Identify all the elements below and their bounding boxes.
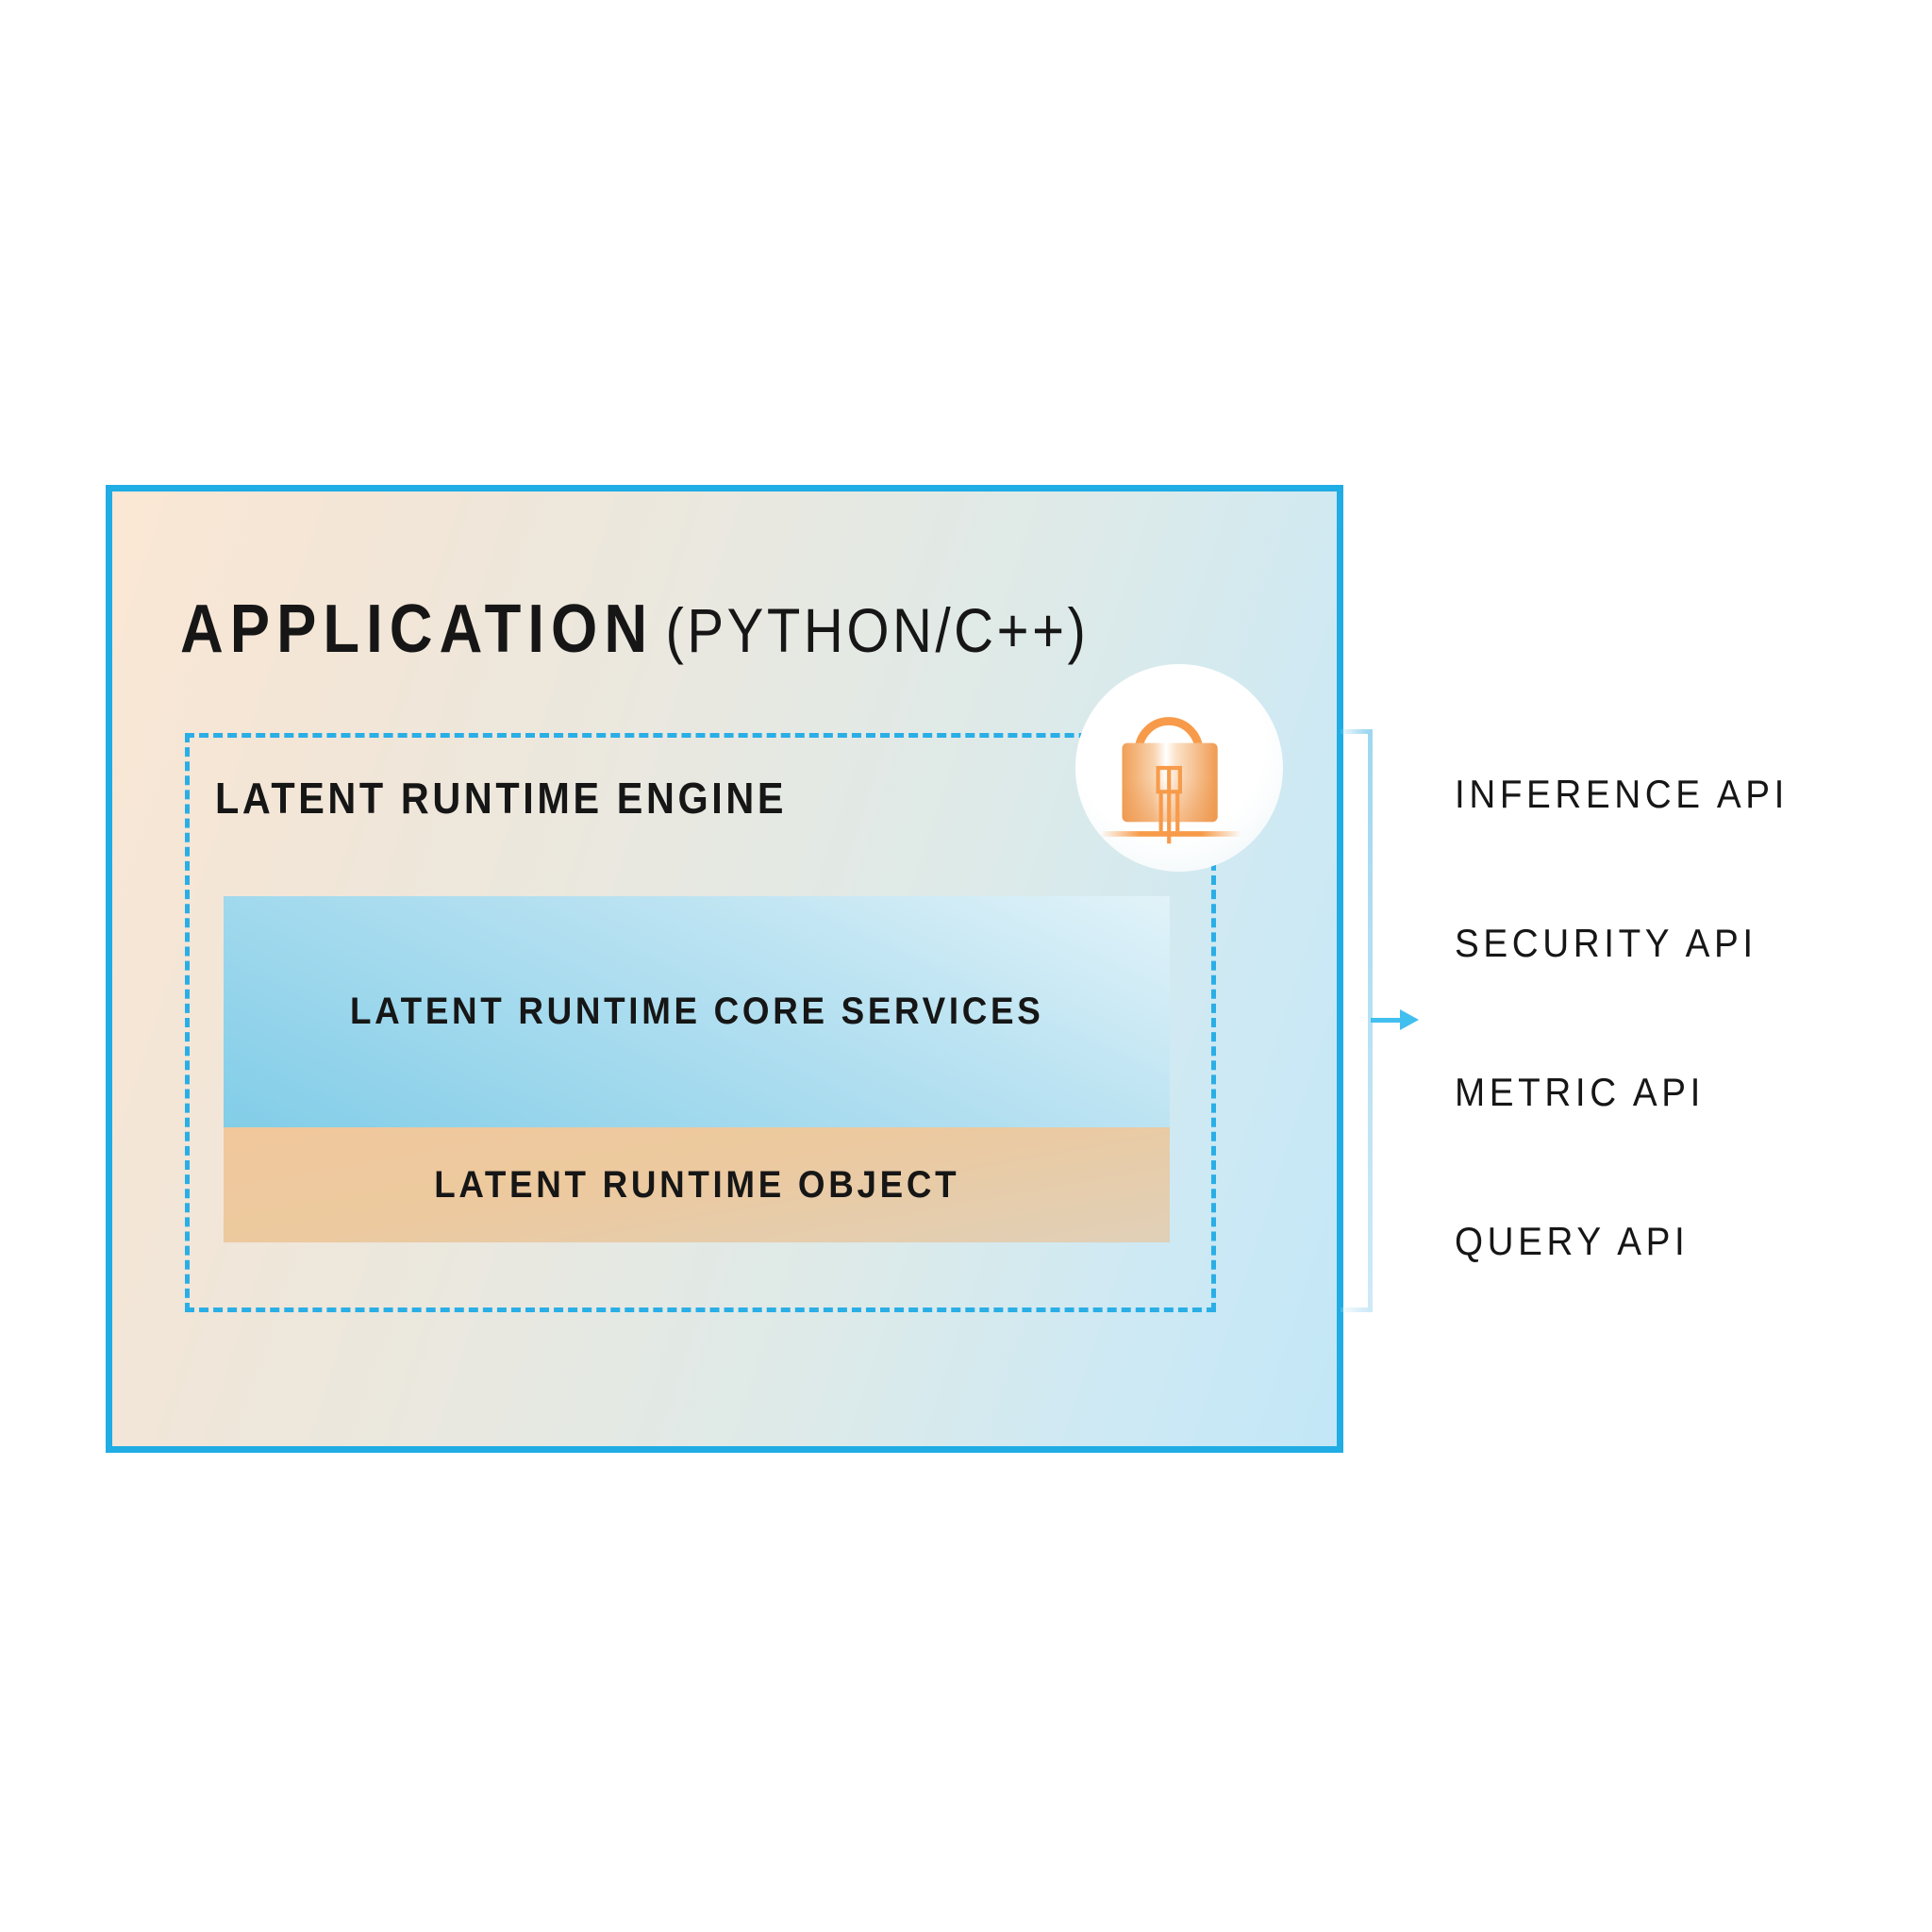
- engine-box: [185, 733, 1216, 1312]
- api-label-metric: METRIC API: [1455, 1070, 1706, 1114]
- api-bracket-top-tick: [1341, 729, 1368, 734]
- core-services-label: LATENT RUNTIME CORE SERVICES: [349, 991, 1044, 1032]
- core-services-box: LATENT RUNTIME CORE SERVICES: [224, 896, 1170, 1127]
- api-label-security: SECURITY API: [1455, 921, 1757, 965]
- application-title-primary: APPLICATION: [180, 591, 655, 667]
- api-arrow-shaft: [1371, 1018, 1400, 1023]
- runtime-object-box: LATENT RUNTIME OBJECT: [224, 1127, 1170, 1242]
- security-badge: [1075, 664, 1283, 872]
- application-title: APPLICATION(PYTHON/C++): [180, 595, 1089, 663]
- api-label-inference: INFERENCE API: [1455, 772, 1789, 816]
- padlock-key-icon: [1100, 717, 1241, 844]
- engine-title: LATENT RUNTIME ENGINE: [215, 774, 788, 823]
- api-bracket-bottom-tick: [1341, 1307, 1368, 1312]
- api-bracket-line: [1368, 729, 1373, 1312]
- api-label-query: QUERY API: [1455, 1219, 1690, 1263]
- application-title-secondary: (PYTHON/C++): [665, 595, 1090, 665]
- runtime-object-label: LATENT RUNTIME OBJECT: [433, 1163, 960, 1206]
- right-arrow-icon: [1400, 1009, 1419, 1030]
